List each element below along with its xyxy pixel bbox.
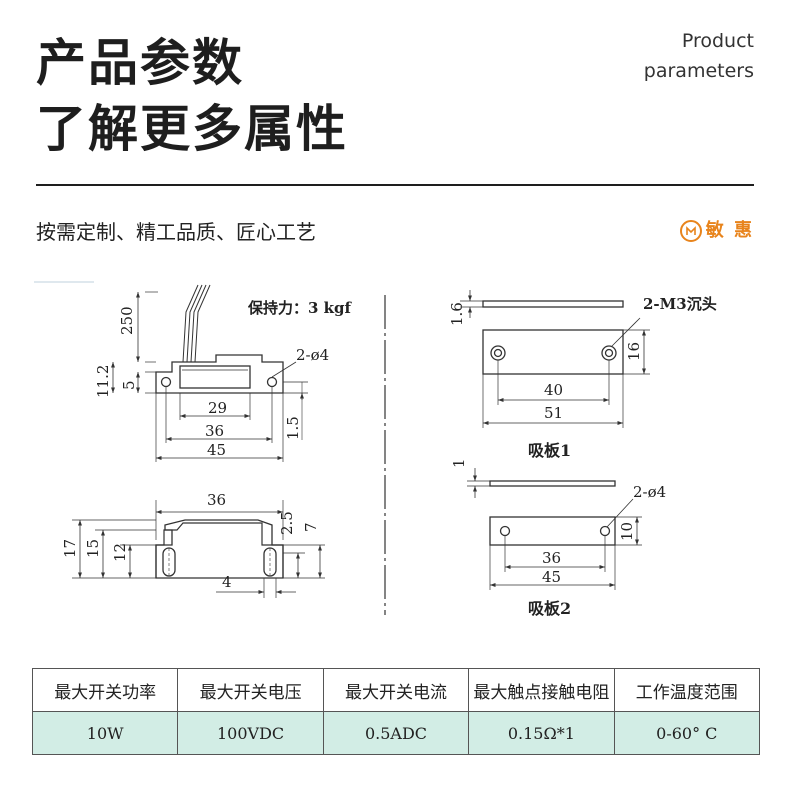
side-dim-width-36: 36 <box>207 491 226 509</box>
page-title: 产品参数 <box>36 34 244 92</box>
dim-width-36: 36 <box>205 422 224 440</box>
spec-header-resistance: 最大触点接触电阻 <box>468 668 615 712</box>
dim-width-29: 29 <box>208 399 227 417</box>
plate1-dim-16: 16 <box>625 342 643 361</box>
side-dim-4: 4 <box>222 573 232 591</box>
dim-height-1-5: 1.5 <box>284 416 302 440</box>
plate2-drawing <box>467 468 642 590</box>
side-dim-7: 7 <box>302 522 320 532</box>
dim-width-45: 45 <box>207 441 226 459</box>
dim-hole-label: 2-ø4 <box>296 346 329 364</box>
plate2-dim-45: 45 <box>542 568 561 586</box>
spec-value-temperature: 0-60° C <box>613 711 761 755</box>
specs-value-row: 10W 100VDC 0.5ADC 0.15Ω*1 0-60° C <box>31 711 761 755</box>
brand-name: 敏 惠 <box>705 220 754 241</box>
brand-logo-icon <box>679 220 702 242</box>
title-english-line1: Product <box>681 30 754 52</box>
spec-header-power: 最大开关功率 <box>31 668 179 712</box>
side-dim-2-5: 2.5 <box>278 511 296 535</box>
plate2-dim-36: 36 <box>542 549 561 567</box>
spec-value-power: 10W <box>31 711 179 755</box>
switch-side-view <box>72 500 325 598</box>
specs-table: 最大开关功率 最大开关电压 最大开关电流 最大触点接触电阻 工作温度范围 10W… <box>31 668 761 755</box>
spec-header-voltage: 最大开关电压 <box>177 668 324 712</box>
side-dim-17: 17 <box>61 539 79 558</box>
holding-force-label: 保持力：3 kgf <box>247 299 353 317</box>
technical-drawing: 保持力：3 kgf 250 11.2 5 2-ø4 29 36 45 1.5 <box>61 284 717 618</box>
dim-height-11-2: 11.2 <box>94 365 112 398</box>
brand-logo: 敏 惠 <box>679 220 754 242</box>
plate2-caption: 吸板2 <box>528 599 571 618</box>
spec-value-current: 0.5ADC <box>322 711 470 755</box>
switch-top-view <box>111 284 308 462</box>
plate1-drawing <box>460 290 650 428</box>
title-english-line2: parameters <box>643 60 754 82</box>
side-dim-15: 15 <box>84 539 102 558</box>
plate1-hole-label: 2-M3沉头 <box>643 295 717 313</box>
plate2-hole-label: 2-ø4 <box>633 483 666 501</box>
plate1-caption: 吸板1 <box>528 441 571 460</box>
spec-header-temperature: 工作温度范围 <box>613 668 761 712</box>
spec-value-resistance: 0.15Ω*1 <box>468 711 615 755</box>
tagline: 按需定制、精工品质、匠心工艺 <box>36 220 316 244</box>
plate2-thickness: 1 <box>450 458 468 468</box>
page-subtitle: 了解更多属性 <box>36 100 348 158</box>
side-dim-12: 12 <box>111 543 129 562</box>
spec-header-current: 最大开关电流 <box>322 668 470 712</box>
plate1-dim-40: 40 <box>544 381 563 399</box>
specs-header-row: 最大开关功率 最大开关电压 最大开关电流 最大触点接触电阻 工作温度范围 <box>31 668 761 712</box>
plate2-dim-10: 10 <box>618 522 636 541</box>
plate1-thickness: 1.6 <box>448 302 466 326</box>
plate1-dim-51: 51 <box>544 404 563 422</box>
spec-value-voltage: 100VDC <box>177 711 324 755</box>
dim-wire-length: 250 <box>118 306 136 335</box>
dim-height-5: 5 <box>120 380 138 390</box>
header-divider <box>36 184 754 186</box>
accent-line <box>34 281 94 283</box>
